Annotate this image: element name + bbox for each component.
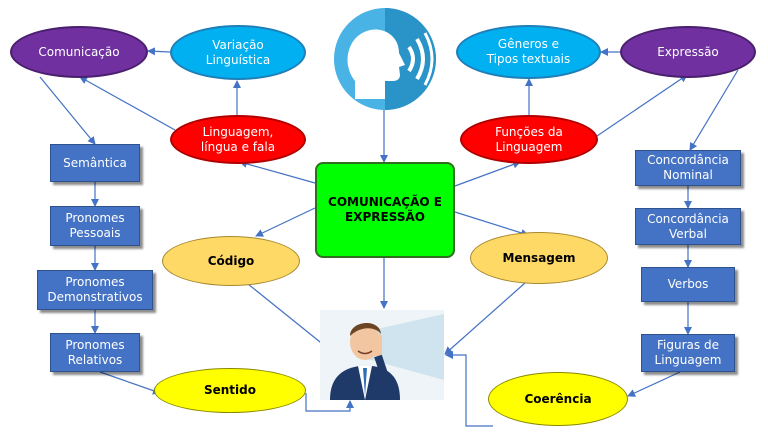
arrow-figuras-to-coerencia: [627, 371, 681, 397]
arrow-comunicacao-to-semantica: [39, 76, 96, 145]
node-demonstrativos-line-2: Demonstrativos: [47, 290, 143, 304]
node-generos-tipos-textuais: Gêneros e Tipos textuais: [456, 25, 601, 79]
node-expressao-label: Expressão: [657, 44, 719, 59]
node-coerencia-label: Coerência: [524, 391, 592, 406]
node-mensagem: Mensagem: [470, 232, 608, 284]
node-figuras-line-2: Linguagem: [654, 353, 722, 367]
node-demonstrativos-line-1: Pronomes: [65, 275, 125, 289]
node-linguagem-line-2: língua e fala: [200, 139, 276, 154]
node-semantica: Semântica: [50, 144, 140, 182]
node-generos-line-2: Tipos textuais: [486, 52, 571, 66]
node-nominal-line-2: Nominal: [663, 168, 713, 182]
node-codigo-label: Código: [207, 253, 255, 268]
arrow-mensagem-to-listener: [444, 282, 526, 355]
node-funcoes-line-1: Funções da: [495, 124, 563, 139]
arrow-centro-to-funcoes: [454, 160, 521, 187]
arrow-expressao-to-concordancia: [689, 69, 739, 151]
node-comunicacao: Comunicação: [10, 26, 148, 78]
node-centro-line-1: COMUNICAÇÃO E: [328, 195, 442, 209]
arrow-linguagem-to-comunicacao: [79, 76, 176, 131]
node-linguagem-lingua-fala: Linguagem, língua e fala: [170, 115, 306, 164]
node-sentido: Sentido: [154, 368, 306, 413]
node-mensagem-label: Mensagem: [502, 250, 576, 265]
node-relativos-line-1: Pronomes: [65, 337, 125, 352]
node-linguagem-line-1: Linguagem,: [202, 124, 274, 139]
arrow-centro-to-mensagem: [454, 211, 529, 237]
node-generos-line-1: Gêneros e: [497, 37, 560, 51]
node-pessoais-line-1: Pronomes: [65, 211, 125, 225]
arrow-funcoes-to-expressao: [596, 74, 688, 137]
node-expressao: Expressão: [620, 26, 756, 78]
node-funcoes-da-linguagem: Funções da Linguagem: [460, 115, 598, 164]
node-semantica-label: Semântica: [63, 155, 127, 170]
speaking-head-icon: [334, 8, 436, 110]
node-centro-line-2: EXPRESSÃO: [345, 210, 425, 224]
arrow-centro-to-codigo: [255, 207, 316, 237]
node-comunicacao-e-expressao: COMUNICAÇÃO E EXPRESSÃO: [315, 162, 455, 258]
node-concordancia-nominal: Concordância Nominal: [635, 150, 741, 186]
arrow-centro-to-linguagem: [239, 160, 316, 184]
node-concordancia-verbal: Concordância Verbal: [635, 208, 741, 245]
node-sentido-label: Sentido: [203, 383, 256, 397]
arrow-relativos-to-sentido: [99, 371, 161, 395]
arrow-coerencia-to-listener: [445, 351, 493, 427]
node-variacao-line-1: Variação: [212, 37, 264, 52]
node-verbos-label: Verbos: [667, 277, 709, 291]
node-verbos: Verbos: [641, 267, 735, 302]
node-pronomes-relativos: Pronomes Relativos: [50, 333, 140, 372]
node-nominal-line-1: Concordância: [647, 153, 729, 167]
arrow-variacao-to-comunicacao: [147, 47, 171, 56]
node-codigo: Código: [162, 236, 300, 286]
node-pronomes-pessoais: Pronomes Pessoais: [50, 206, 140, 246]
node-verbal-line-2: Verbal: [669, 226, 707, 241]
node-comunicacao-label: Comunicação: [38, 44, 120, 59]
node-relativos-line-2: Relativos: [67, 352, 123, 367]
node-variacao-line-2: Linguística: [205, 52, 271, 67]
node-verbal-line-1: Concordância: [647, 211, 729, 226]
node-pessoais-line-2: Pessoais: [69, 226, 121, 240]
arrow-codigo-to-listener: [247, 283, 331, 351]
node-pronomes-demonstrativos: Pronomes Demonstrativos: [37, 270, 153, 310]
node-coerencia: Coerência: [488, 372, 628, 426]
arrow-sentido-to-listener: [305, 393, 354, 412]
node-figuras-de-linguagem: Figuras de Linguagem: [641, 334, 735, 372]
node-figuras-line-1: Figuras de: [657, 338, 719, 352]
node-variacao-linguistica: Variação Linguística: [170, 25, 306, 80]
listening-man-picture: [320, 310, 444, 400]
node-funcoes-line-2: Linguagem: [495, 139, 563, 154]
